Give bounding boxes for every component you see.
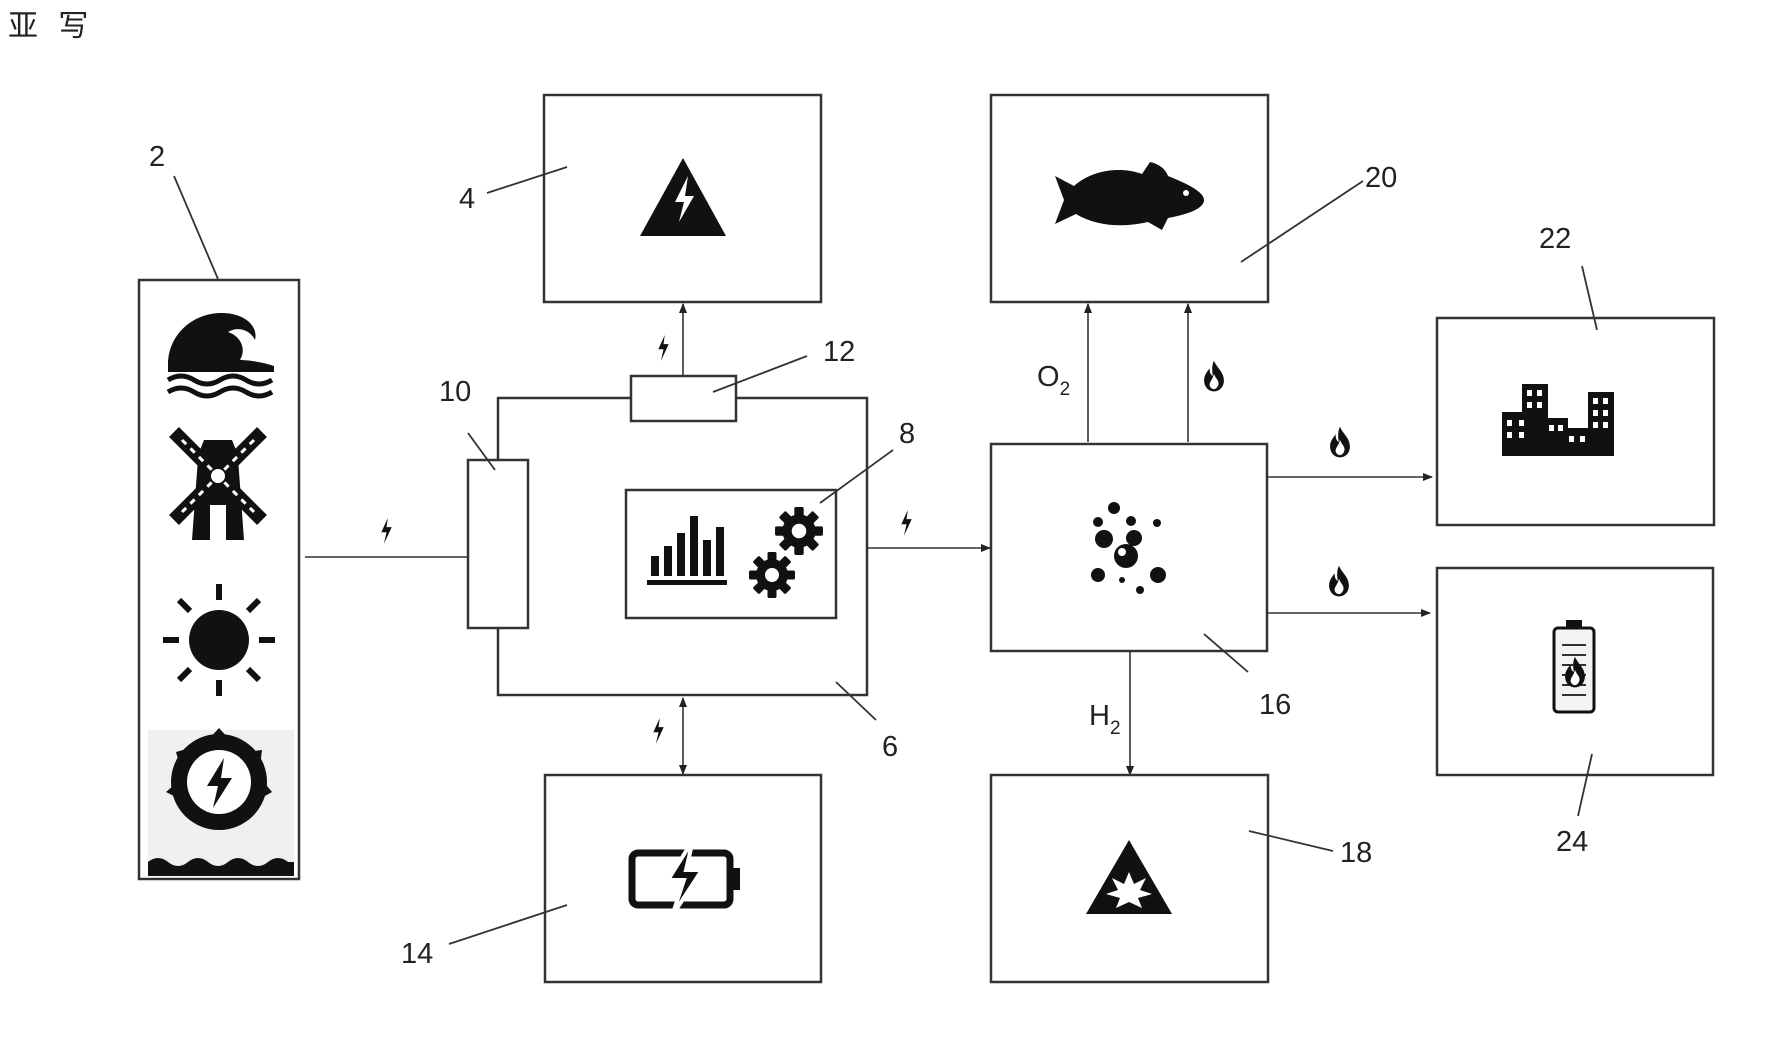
hydro-turbine-icon (148, 728, 294, 876)
label-2: 2 (149, 141, 165, 173)
label-20: 20 (1365, 162, 1397, 194)
buildings-box (1437, 318, 1714, 525)
energy-sources-panel (139, 280, 299, 879)
label-24: 24 (1556, 826, 1588, 858)
battery-box (545, 775, 821, 982)
label-4: 4 (459, 183, 475, 215)
grid-converter-box (631, 376, 736, 421)
heat-flame-icon (1204, 361, 1224, 392)
heat-flame-icon (1329, 566, 1349, 597)
header-mark: 亚 写 (8, 10, 94, 43)
label-6: 6 (882, 731, 898, 763)
label-16: 16 (1259, 689, 1291, 721)
label-14: 14 (401, 938, 433, 970)
electrolyser-box (991, 444, 1267, 651)
gear-icon-small (749, 552, 795, 598)
grid-box (544, 95, 821, 302)
electricity-bolt-icon (658, 335, 668, 361)
oxygen-label: O2 (1037, 361, 1070, 400)
controller-box (468, 376, 867, 695)
input-converter-box (468, 460, 528, 628)
label-8: 8 (899, 418, 915, 450)
heat-storage-box (1437, 568, 1713, 775)
label-10: 10 (439, 376, 471, 408)
electricity-bolt-icon (381, 518, 391, 544)
electricity-bolt-icon (901, 510, 911, 536)
control-unit-box (626, 490, 836, 618)
electricity-bolt-icon (653, 718, 663, 744)
label-18: 18 (1340, 837, 1372, 869)
gear-icon (775, 507, 823, 555)
hydrogen-storage-box (991, 775, 1268, 982)
fish-farm-box (991, 95, 1268, 302)
heat-flame-icon (1330, 427, 1350, 458)
label-12: 12 (823, 336, 855, 368)
hydrogen-label: H2 (1089, 700, 1121, 739)
label-22: 22 (1539, 223, 1571, 255)
